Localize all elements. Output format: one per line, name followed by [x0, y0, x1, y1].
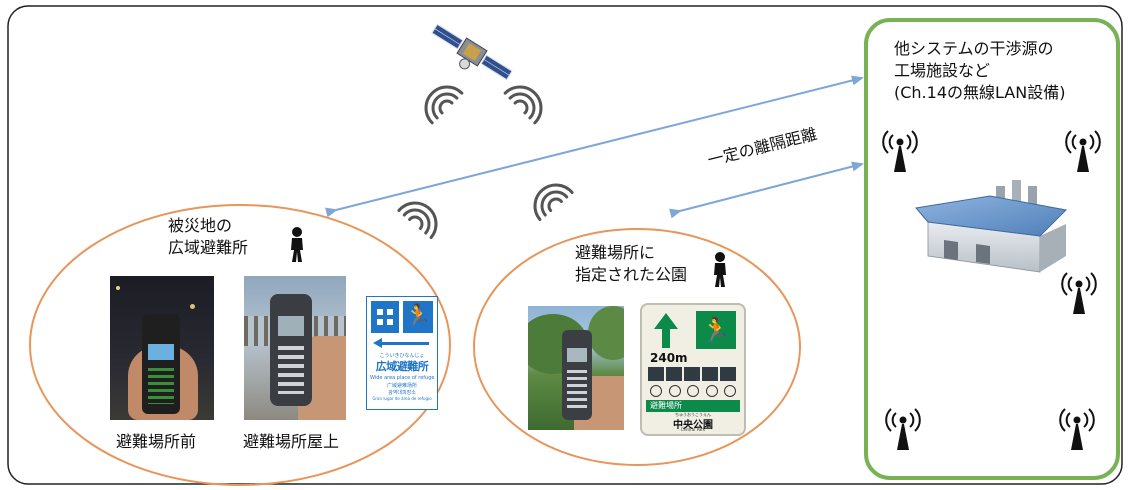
- wifi-signal-icon: [424, 85, 464, 125]
- sign-wide-spanish: Gran lugar de área de refugio: [372, 396, 432, 401]
- sign-park-evacuation: 🏃 240m 避難場所 ちゅうおうこうえん 中央公園 Central Park: [640, 303, 746, 436]
- sign-wide-korean: 광역대피장소: [388, 390, 416, 396]
- sign-wide-title: 広域避難所: [375, 360, 429, 373]
- pedestrian-icon: [714, 252, 726, 287]
- outer-frame: [7, 5, 1123, 485]
- factory-label: 他システムの干渉源の 工場施設など (Ch.14の無線LAN設備): [894, 38, 1065, 104]
- sign-wide-chinese: 广域避难场所: [386, 383, 417, 389]
- wifi-signal-icon: [397, 201, 438, 239]
- running-person-icon: 🏃: [403, 301, 433, 333]
- wifi-signal-icon: [533, 183, 574, 221]
- sign-park-distance: 240m: [650, 351, 688, 365]
- wide-area-label-line: 被災地の: [168, 216, 233, 235]
- sign-park-category: 避難場所: [646, 400, 740, 412]
- factory-label-line: (Ch.14の無線LAN設備): [894, 83, 1066, 102]
- satellite-icon: [431, 23, 513, 81]
- wide-area-ellipse: [29, 204, 451, 486]
- factory-label-line: 工場施設など: [894, 61, 991, 80]
- hazard-icons-row: [648, 367, 736, 381]
- wide-area-label-line: 広域避難所: [168, 238, 249, 257]
- photo-evacuation-front: [110, 276, 214, 420]
- sign-wide-kana: こういきひなんじょ: [379, 353, 425, 359]
- suitability-circles-row: [650, 385, 736, 397]
- sign-wide-english: Wide area place of refuge: [370, 375, 435, 381]
- park-label: 避難場所に 指定された公園: [575, 242, 687, 286]
- pedestrian-icon: [291, 227, 303, 262]
- satellite-link-arrow: [325, 75, 864, 218]
- factory-frame: [864, 18, 1120, 480]
- antenna-tower-icon: [885, 408, 921, 450]
- sign-park-name: 中央公園: [673, 420, 713, 431]
- photo-evacuation-roof: [244, 276, 346, 420]
- antenna-tower-icon: [882, 130, 918, 172]
- separation-distance-arrow: [669, 161, 864, 219]
- photo-park: [528, 306, 624, 430]
- satellite-phone: [270, 294, 312, 406]
- sign-wide-area-refuge: 🏃 こういきひなんじょ 広域避難所 Wide area place of ref…: [366, 296, 438, 410]
- factory-building-icon: [915, 180, 1068, 273]
- photo-caption-front: 避難場所前: [116, 432, 197, 451]
- up-arrow-icon: [654, 313, 678, 349]
- satellite-phone: [142, 314, 180, 414]
- antenna-tower-icon: [1065, 130, 1101, 172]
- park-label-line: 指定された公園: [575, 265, 688, 284]
- direction-arrow-icon: [373, 338, 431, 348]
- satellite-phone: [562, 330, 592, 420]
- wide-area-label: 被災地の 広域避難所: [168, 215, 248, 259]
- shelter-building-icon: [371, 301, 399, 333]
- antenna-tower-icon: [1061, 272, 1097, 314]
- antenna-tower-icon: [1059, 408, 1095, 450]
- sign-park-name-kana: ちゅうおうこうえん: [675, 412, 711, 417]
- sign-park-name-en: Central Park: [680, 427, 706, 432]
- park-ellipse: [473, 228, 801, 466]
- park-label-line: 避難場所に: [575, 243, 656, 262]
- wifi-signal-icon: [503, 85, 543, 125]
- evacuee-running-icon: 🏃: [696, 311, 736, 349]
- factory-label-line: 他システムの干渉源の: [894, 39, 1054, 58]
- photo-caption-roof: 避難場所屋上: [243, 432, 340, 451]
